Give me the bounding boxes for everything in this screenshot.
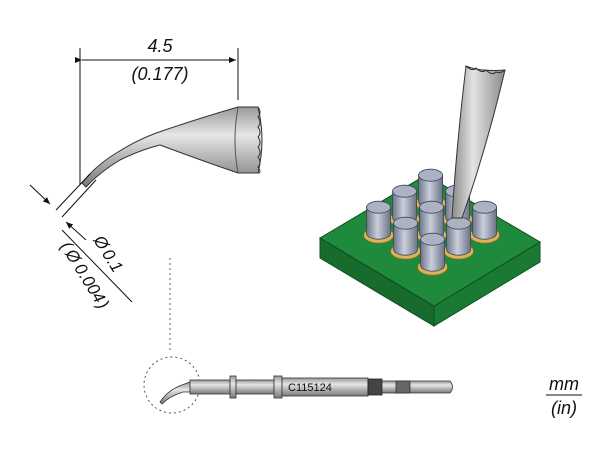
diameter-baseline [61, 229, 133, 303]
component-top [419, 200, 445, 214]
enlarged-tip [81, 106, 263, 188]
smd-component [363, 200, 395, 244]
component-body [446, 222, 471, 256]
soldering-tip-3d [451, 65, 506, 219]
component-body [393, 222, 418, 256]
units-legend: mm (in) [546, 374, 582, 418]
pcb-illustration [319, 168, 541, 327]
component-body [420, 238, 445, 272]
shank-segment-1 [189, 379, 231, 395]
component-top [393, 216, 419, 230]
diameter-ext-1 [61, 179, 97, 218]
diameter-leader-2 [65, 221, 87, 241]
component-top [418, 168, 444, 182]
bent-tip-end [159, 381, 191, 405]
units-primary: mm [549, 374, 579, 394]
shank-segment-2 [235, 379, 275, 395]
component-body [472, 206, 497, 240]
soldering-tip-shaft [451, 65, 506, 219]
part-number-label: C115124 [288, 382, 332, 394]
shank-dark-band [367, 378, 383, 396]
smd-component [417, 232, 449, 276]
smd-component [469, 200, 501, 244]
diameter-leader [29, 184, 51, 205]
tip-back-edge [257, 106, 261, 174]
shank-end [409, 380, 453, 394]
length-mm-label: 4.5 [147, 36, 173, 56]
component-top [446, 216, 472, 230]
length-dimension: 4.5 (0.177) [75, 36, 239, 185]
shank-ring-2 [273, 375, 283, 399]
diameter-dimension: Ø 0.1 ( Ø 0.004 ) [29, 173, 133, 312]
tip-back-face [234, 106, 239, 174]
soldering-tip-break [465, 65, 506, 75]
shank-ring-1 [229, 375, 237, 399]
component-top [392, 184, 418, 198]
length-in-label: (0.177) [131, 64, 188, 84]
tip-cone [81, 106, 263, 188]
smd-component [443, 216, 475, 260]
component-body [366, 206, 391, 240]
units-secondary: (in) [551, 398, 577, 418]
diameter-ext-2 [55, 173, 91, 211]
full-tip-view: C115124 [143, 356, 453, 414]
component-top [472, 200, 498, 214]
component-top [420, 232, 446, 246]
smd-component [390, 216, 422, 260]
diameter-in-label: 0.004 [70, 260, 109, 306]
component-top [366, 200, 392, 214]
shank-thread [395, 380, 411, 394]
